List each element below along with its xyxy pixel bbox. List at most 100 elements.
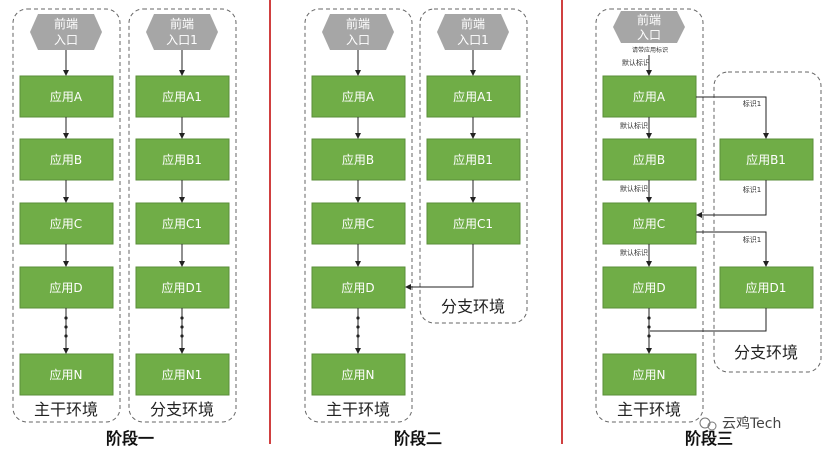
stage3-main-app-b-label: 应用B	[633, 152, 665, 167]
stage3-main-entry-line2: 入口	[637, 28, 661, 42]
stage2-branch-app-c1	[426, 202, 521, 245]
stage3-main-apps: 应用A 应用B 应用C 应用D 应用N	[602, 75, 697, 396]
stage2-branch-apps: 应用A1 应用B1 应用C1	[426, 75, 521, 245]
stage2-branch-app-a1	[426, 75, 521, 118]
stage1-main-app-n-label: 应用N	[50, 367, 83, 382]
stage1-main-app-n	[19, 353, 114, 396]
stage2-branch-app-a1-label: 应用A1	[453, 89, 493, 104]
stage1-branch-env-label: 分支环境	[150, 400, 214, 419]
stage3-edge-label-b1-c: 标识1	[743, 185, 761, 194]
stage2-main-app-c	[311, 202, 406, 245]
stage3-branch-app-b1	[719, 138, 814, 181]
stage1-main-env	[12, 8, 121, 423]
stage2-main-apps: 应用A 应用B 应用C 应用D 应用N	[311, 75, 406, 396]
stage2-main-entry-hex	[322, 14, 394, 50]
stage2-branch-app-b1-label: 应用B1	[453, 152, 493, 167]
stage2-main-app-c-label: 应用C	[342, 216, 374, 231]
stage1-branch-entry-hex	[146, 14, 218, 50]
stage3-main-entry-hex	[613, 11, 685, 43]
stage3-branch-env-label: 分支环境	[734, 343, 798, 362]
stage2-main-app-d-label: 应用D	[341, 280, 374, 295]
stage3-main-app-a-label: 应用A	[633, 89, 666, 104]
stage1-ellipsis-dots	[64, 316, 184, 338]
stage1-branch-app-d1	[135, 266, 230, 309]
stage2-main-entry-line2: 入口	[346, 33, 370, 47]
stage3-main-app-d	[602, 266, 697, 309]
stage1-main-app-a-label: 应用A	[50, 89, 83, 104]
stage3-title: 阶段三	[685, 429, 733, 448]
stage1-branch-app-b1-label: 应用B1	[162, 152, 202, 167]
stage2-main-app-n-label: 应用N	[342, 367, 375, 382]
stage3-main-app-n	[602, 353, 697, 396]
stage2-main-app-n	[311, 353, 406, 396]
stage1-branch-env	[128, 8, 237, 423]
stage1-branch-app-d1-label: 应用D1	[162, 280, 203, 295]
stage1-title: 阶段一	[106, 429, 154, 448]
stage3-edge-label-entry: 默认标识	[622, 58, 650, 67]
stage1-branch-apps: 应用A1 应用B1 应用C1 应用D1 应用N1	[135, 75, 230, 396]
stage1-main-app-d-label: 应用D	[49, 280, 82, 295]
stage3-main-env	[595, 8, 704, 423]
stage3-main-app-c-label: 应用C	[633, 216, 665, 231]
stage2-main-entry-line1: 前端	[346, 16, 370, 31]
stage3-ellipsis-dots	[647, 316, 651, 338]
stage2-main-app-a	[311, 75, 406, 118]
stage1-main-entry-line2: 入口	[54, 33, 78, 47]
stage2-branch-env	[419, 8, 528, 324]
stage1-group: 前端 入口 前端 入口1 应用A 应用B 应用C 应用D 应用N 应用A1 应用…	[12, 8, 237, 448]
stage1-main-entry-hex	[30, 14, 102, 50]
stage1-branch-app-a1-label: 应用A1	[162, 89, 202, 104]
stage1-branch-app-c1	[135, 202, 230, 245]
stage1-branch-app-c1-label: 应用C1	[162, 216, 202, 231]
stage1-arrows	[63, 50, 185, 354]
watermark: 云鸡Tech	[699, 415, 781, 432]
stage2-main-env	[304, 8, 413, 423]
stage2-ellipsis-dots	[356, 316, 360, 338]
stage3-edge-label-bc: 默认标识	[620, 184, 648, 193]
stage3-main-app-c	[602, 202, 697, 245]
stage3-arrows	[646, 55, 769, 354]
stage1-main-app-b-label: 应用B	[50, 152, 82, 167]
stage3-entry-note: 请带应用标识	[632, 46, 668, 54]
stage1-branch-app-n1-label: 应用N1	[162, 367, 203, 382]
stage1-main-app-a	[19, 75, 114, 118]
stage2-main-app-b-label: 应用B	[342, 152, 374, 167]
stage3-edge-label-ab: 默认标识	[620, 121, 648, 130]
stage2-branch-entry-line1: 前端	[461, 16, 485, 31]
stage3-branch-env	[713, 71, 822, 373]
stage3-group: 前端 入口 请带应用标识 应用A 应用B 应用C 应用D 应用N 应用B1 应用…	[595, 8, 822, 448]
watermark-text: 云鸡Tech	[722, 415, 781, 432]
stage3-edge-label-c-d1: 标识1	[743, 235, 761, 244]
stage1-branch-entry-line1: 前端	[170, 16, 194, 31]
stage3-main-entry-line1: 前端	[637, 12, 661, 27]
stage3-main-app-n-label: 应用N	[633, 367, 666, 382]
stage1-main-app-c-label: 应用C	[50, 216, 82, 231]
stage2-branch-app-b1	[426, 138, 521, 181]
stage3-edge-label-cd: 默认标识	[620, 248, 648, 257]
stage2-arrows	[355, 50, 476, 354]
stage2-branch-entry-hex	[437, 14, 509, 50]
stage3-main-env-label: 主干环境	[617, 400, 681, 419]
stage3-main-app-a	[602, 75, 697, 118]
wechat-icon	[699, 417, 711, 429]
stage2-main-env-label: 主干环境	[326, 400, 390, 419]
wechat-icon-bubble	[707, 421, 717, 431]
stage1-main-entry-line1: 前端	[54, 16, 78, 31]
stage1-branch-entry-line2: 入口1	[166, 33, 198, 47]
stage3-edge-label-a-b1: 标识1	[743, 99, 761, 108]
stage2-main-app-b	[311, 138, 406, 181]
stage2-group: 前端 入口 前端 入口1 应用A 应用B 应用C 应用D 应用N 应用A1 应用…	[304, 8, 528, 448]
stage1-main-env-label: 主干环境	[34, 400, 98, 419]
stage2-main-app-a-label: 应用A	[342, 89, 375, 104]
stage2-branch-entry-line2: 入口1	[457, 33, 489, 47]
stage2-branch-app-c1-label: 应用C1	[453, 216, 493, 231]
stage3-branch-app-d1-label: 应用D1	[746, 280, 787, 295]
stage2-branch-env-label: 分支环境	[441, 297, 505, 316]
stage2-title: 阶段二	[394, 429, 442, 448]
stage3-main-app-d-label: 应用D	[632, 280, 665, 295]
stage3-branch-app-b1-label: 应用B1	[746, 152, 786, 167]
stage1-branch-app-n1	[135, 353, 230, 396]
stage3-branch-apps: 应用B1 应用D1	[719, 138, 814, 309]
stage1-main-app-b	[19, 138, 114, 181]
